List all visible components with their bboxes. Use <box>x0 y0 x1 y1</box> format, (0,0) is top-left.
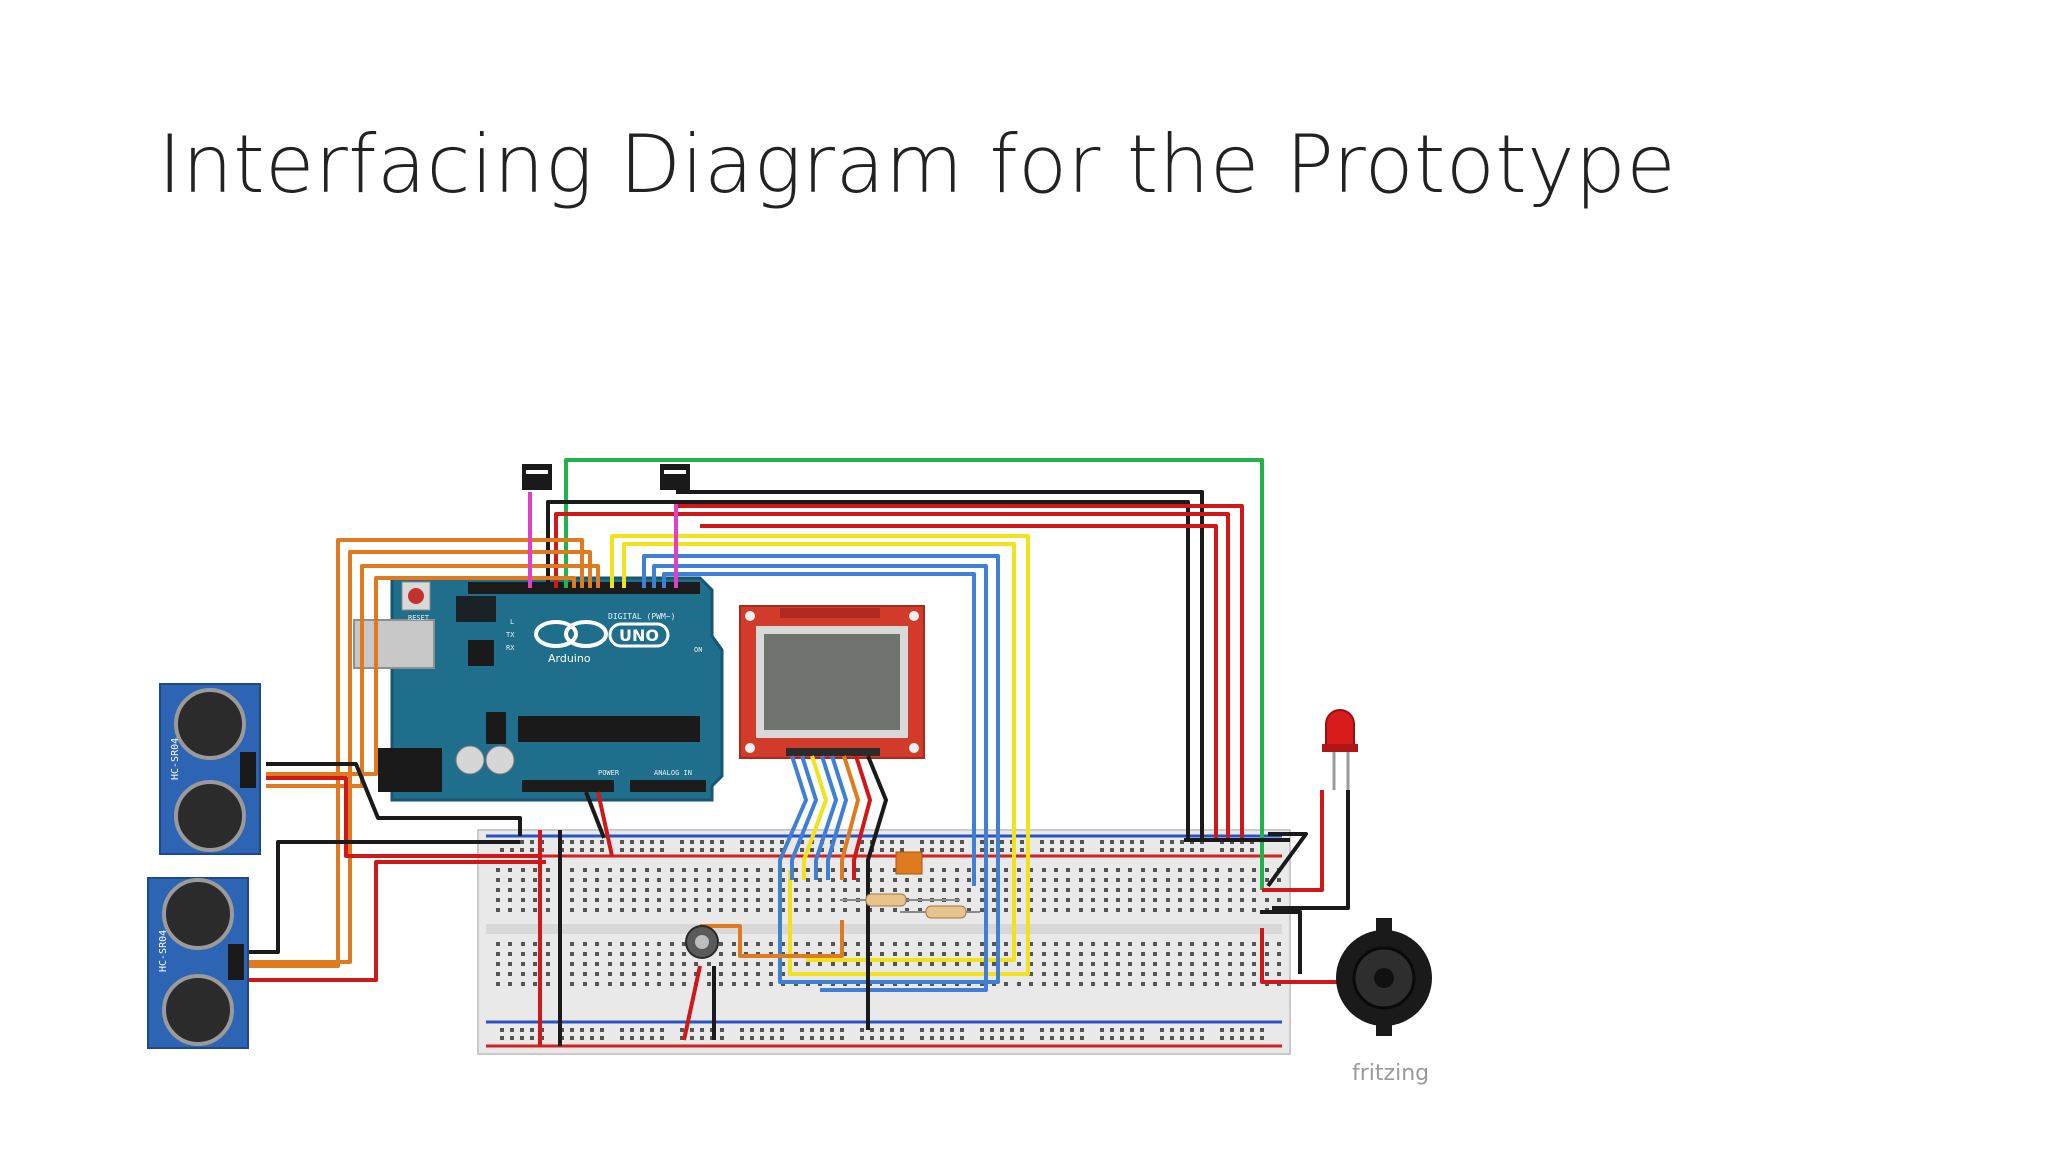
lcd-display <box>739 605 925 759</box>
arduino-model-label: UNO <box>619 626 659 645</box>
ultrasonic-sensor-bottom: HC-SR04 <box>147 877 249 1049</box>
rx-label: RX <box>506 644 515 652</box>
sensor-label: HC-SR04 <box>158 930 169 972</box>
ultrasonic-sensor-top: HC-SR04 <box>159 683 261 855</box>
wires <box>248 458 1350 1046</box>
fritzing-watermark: fritzing <box>1352 1061 1429 1086</box>
l-led-label: L <box>510 618 514 626</box>
resistors <box>840 851 980 919</box>
reset-label: RESET <box>408 614 430 622</box>
arduino-logo: UNO Arduino <box>534 620 670 665</box>
digital-label: DIGITAL (PWM~) <box>608 612 675 621</box>
tx-label: TX <box>506 631 515 639</box>
arduino-uno: UNO Arduino DIGITAL (PWM~) POWER ANALOG … <box>353 576 724 802</box>
breadboard <box>477 829 1291 1055</box>
potentiometer <box>685 925 719 959</box>
sensor-label: HC-SR04 <box>170 738 181 780</box>
atmega-chip <box>518 716 700 742</box>
piezo-buzzer <box>1336 918 1432 1036</box>
arduino-brand-label: Arduino <box>548 652 591 665</box>
power-jack <box>378 748 442 792</box>
slide-title: Interfacing Diagram for the Prototype <box>158 118 1677 211</box>
red-led <box>1322 709 1358 790</box>
analog-label: ANALOG IN <box>654 769 692 777</box>
power-label: POWER <box>598 769 620 777</box>
ir-sensors <box>522 464 690 490</box>
usb-connector <box>353 619 435 669</box>
on-label: ON <box>694 646 702 654</box>
